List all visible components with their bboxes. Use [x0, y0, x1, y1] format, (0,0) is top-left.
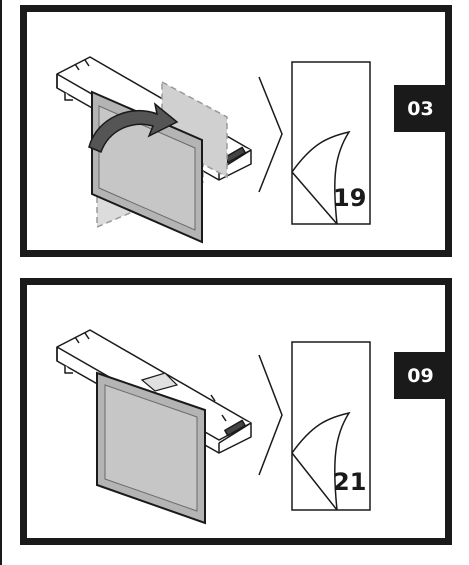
curved-arrow-icon [88, 102, 179, 153]
step-badge: 09 [394, 352, 447, 399]
page-reference: 19 [333, 184, 367, 212]
step-badge: 03 [394, 85, 447, 132]
step-1-illustration [56, 56, 445, 244]
page-curl-icon [291, 61, 371, 225]
chevron-right-icon [258, 354, 283, 476]
filter-panel [96, 371, 206, 525]
step-2-illustration [56, 329, 445, 525]
page-reference: 21 [333, 468, 367, 496]
margin-rule [0, 0, 2, 565]
step-panel-2: 09 21 [20, 278, 452, 545]
chevron-right-icon [258, 76, 283, 193]
step-panel-1: 03 19 [20, 5, 452, 257]
page-curl-icon [291, 341, 371, 511]
